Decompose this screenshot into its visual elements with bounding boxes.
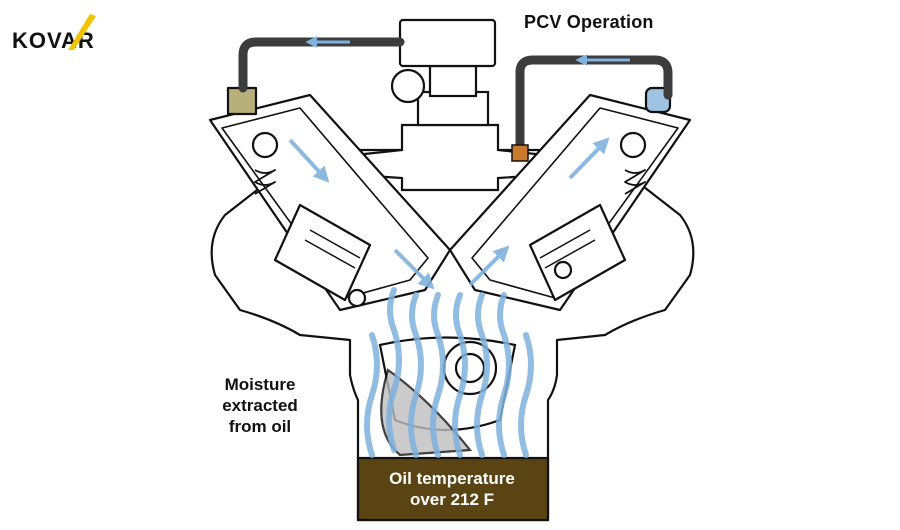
- moisture-label-line: extracted: [222, 396, 298, 415]
- moisture-label-line: Moisture: [224, 375, 296, 394]
- moisture-label-line: from oil: [228, 417, 292, 436]
- kovar-logo-icon: KOVAR: [10, 10, 125, 53]
- carb-bowl: [390, 68, 426, 104]
- left-cylinder-bank: [208, 86, 452, 312]
- oil-pan-oil: [356, 456, 550, 522]
- right-cylinder-bank: [448, 86, 692, 312]
- hose-airflow-arrows: [305, 36, 630, 66]
- pcv-fitting: [511, 144, 529, 162]
- air-cleaner: [398, 18, 497, 68]
- diagram-title: PCV Operation: [524, 12, 654, 32]
- logo-check-mark: [68, 14, 96, 50]
- moisture-label: Moisture extracted from oil: [200, 374, 320, 437]
- oil-label-line: over 212 F: [409, 490, 495, 509]
- crankshaft: [378, 336, 517, 457]
- moisture-vapor-lines: [364, 287, 534, 458]
- bank-airflow-arrows: [288, 137, 610, 290]
- oil-label-line: Oil temperature: [389, 469, 515, 488]
- oil-temperature-label: Oil temperature over 212 F: [356, 468, 548, 510]
